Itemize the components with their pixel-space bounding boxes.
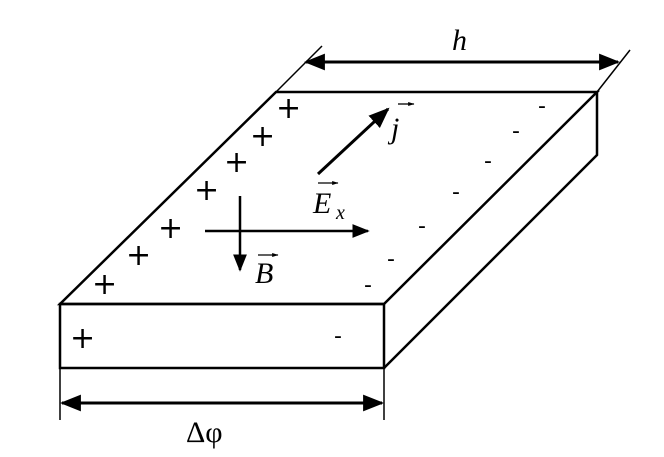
minus-charge: -: [387, 247, 395, 272]
minus-charge: -: [418, 214, 426, 239]
dimension-h: [275, 45, 631, 93]
slab-right-face: [383, 92, 599, 369]
plus-charge: +: [224, 145, 249, 180]
positive-charges: + + + + + + + +: [70, 91, 301, 356]
plus-charge: +: [194, 173, 219, 208]
plus-charge: +: [276, 91, 301, 126]
plus-charge: +: [92, 267, 117, 302]
current-density-arrow: [316, 107, 390, 176]
plus-charge: +: [70, 321, 95, 356]
negative-charges: - - - - - - - -: [334, 94, 546, 349]
dimension-delta-phi: [59, 368, 385, 420]
label-h: h: [452, 24, 467, 57]
dimension-h-extension-left: [275, 45, 323, 93]
minus-charge: -: [334, 324, 342, 349]
slab-front-face: [58, 302, 386, 370]
minus-charge: -: [452, 180, 460, 205]
dimension-h-extension-right: [596, 49, 631, 93]
label-b: B: [255, 257, 273, 290]
minus-charge: -: [512, 119, 520, 144]
minus-charge: -: [484, 149, 492, 174]
label-e: E: [312, 187, 331, 220]
label-j: j: [387, 112, 399, 145]
minus-charge: -: [364, 273, 372, 298]
plus-charge: +: [158, 211, 183, 246]
minus-charge: -: [538, 94, 546, 119]
label-delta-phi: Δφ: [186, 416, 223, 449]
plus-charge: +: [250, 119, 275, 154]
plus-charge: +: [126, 238, 151, 273]
label-e-subscript: x: [335, 202, 345, 224]
